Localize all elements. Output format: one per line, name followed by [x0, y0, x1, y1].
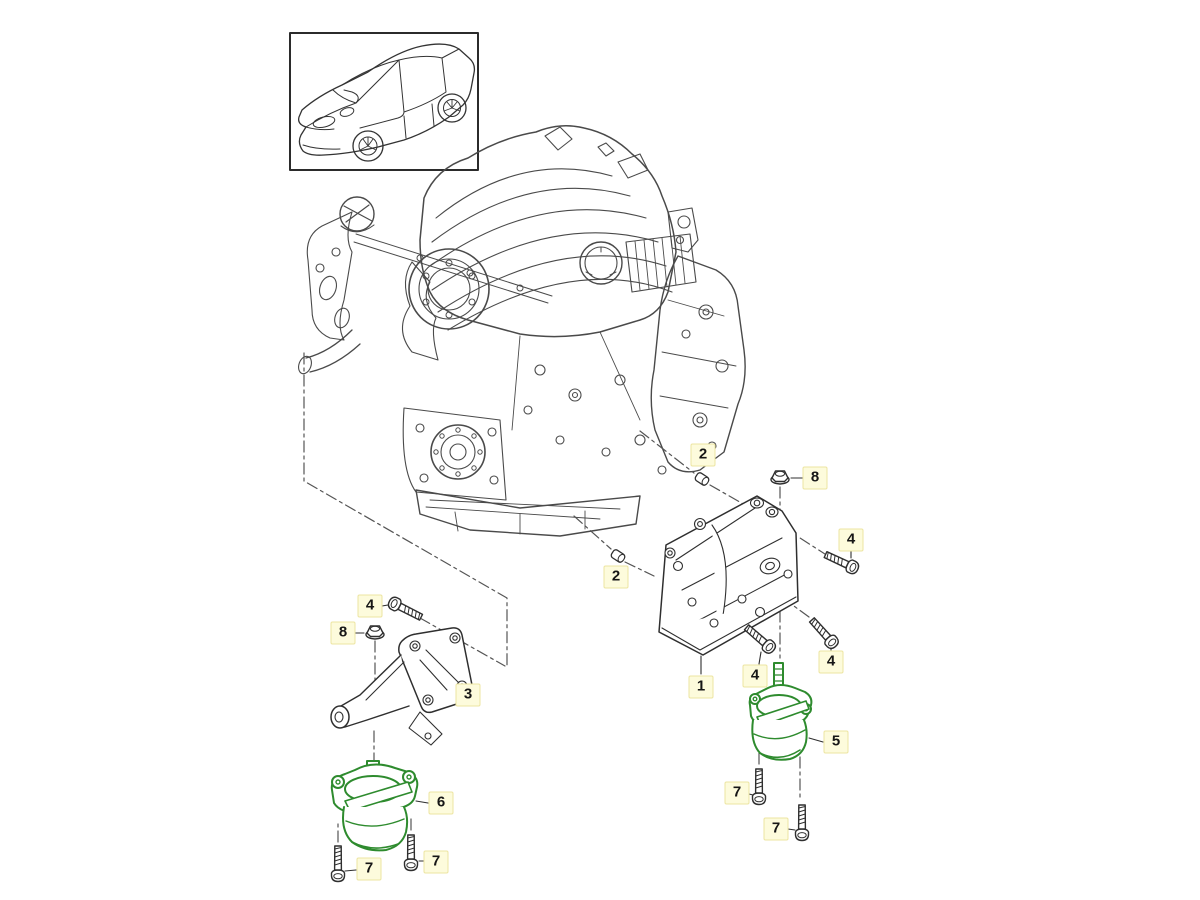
car-outline-icon — [298, 43, 476, 162]
engine-mount-5-highlighted — [748, 662, 813, 761]
part-callout-8[interactable]: 8 — [802, 466, 828, 490]
part-callout-7[interactable]: 7 — [423, 850, 449, 874]
bolt-4-lower-right — [741, 621, 779, 657]
engine-support-bracket-3 — [330, 627, 474, 746]
part-callout-3[interactable]: 3 — [455, 683, 481, 707]
part-callout-4[interactable]: 4 — [818, 650, 844, 674]
part-callout-7[interactable]: 7 — [763, 817, 789, 841]
part-callout-4[interactable]: 4 — [357, 594, 383, 618]
nut-8-right — [770, 470, 790, 485]
engine-mount-6-highlighted — [330, 760, 419, 852]
part-callout-6[interactable]: 6 — [428, 791, 454, 815]
dowel-2-top — [693, 471, 711, 488]
engine-support-bracket-1 — [658, 495, 799, 656]
bolt-7-d — [403, 834, 419, 872]
bolt-7-b — [794, 804, 810, 842]
part-callout-8[interactable]: 8 — [330, 621, 356, 645]
bolt-4-left — [385, 594, 425, 624]
assembly-axis-lines — [337, 430, 829, 843]
car-thumbnail — [289, 32, 479, 171]
part-callout-5[interactable]: 5 — [823, 730, 849, 754]
part-callout-1[interactable]: 1 — [688, 675, 714, 699]
bolt-4-mid-right — [806, 614, 842, 652]
part-callout-7[interactable]: 7 — [356, 857, 382, 881]
bolt-4-upper-right — [822, 547, 862, 577]
engine-illustration — [298, 125, 746, 537]
part-callout-4[interactable]: 4 — [742, 664, 768, 688]
part-callout-2[interactable]: 2 — [690, 443, 716, 467]
part-callout-2[interactable]: 2 — [603, 565, 629, 589]
dowel-2-bottom — [609, 548, 627, 565]
part-callout-4[interactable]: 4 — [838, 528, 864, 552]
bolt-7-c — [330, 845, 346, 883]
section-boundary-line — [303, 352, 508, 669]
bolt-7-a — [751, 768, 767, 806]
nut-8-left — [365, 625, 385, 640]
part-callout-7[interactable]: 7 — [724, 781, 750, 805]
